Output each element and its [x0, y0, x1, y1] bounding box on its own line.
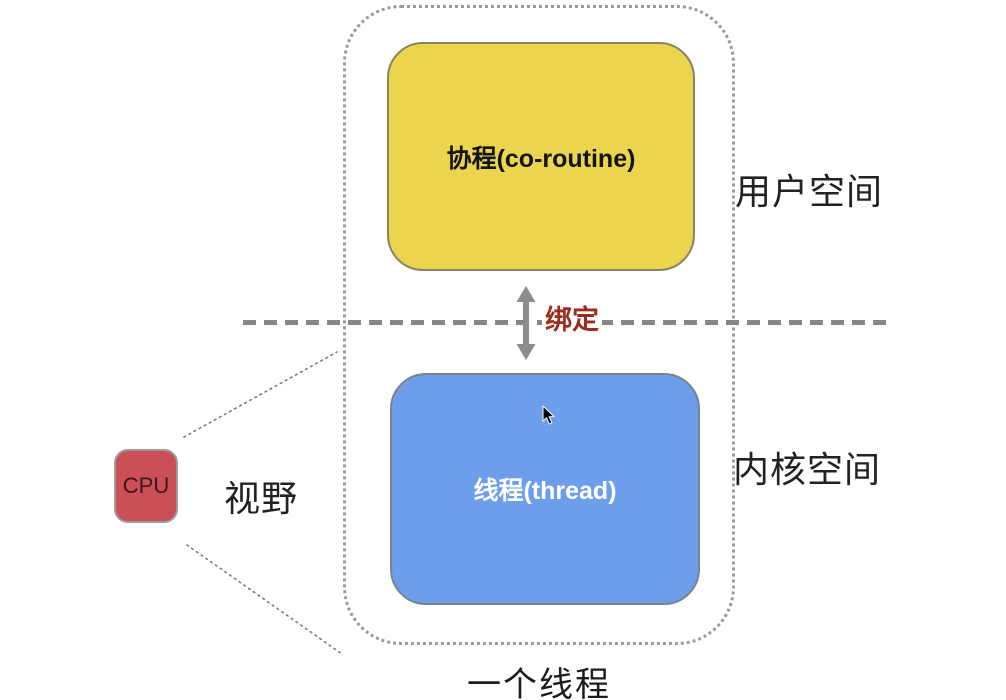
view-label: 视野 [224, 478, 299, 519]
coroutine-box: 协程(co-routine) [387, 42, 695, 271]
binding-label: 绑定 [542, 304, 602, 337]
view-cone-upper-line [183, 351, 338, 438]
cpu-box-label: CPU [122, 473, 170, 498]
mouse-cursor-icon [542, 406, 556, 425]
view-cone-lower-line [186, 544, 343, 655]
one-thread-container [343, 5, 735, 645]
user-space-label: 用户空间 [735, 171, 884, 212]
cpu-box: CPU [114, 449, 178, 523]
thread-box-label: 线程(thread) [473, 477, 617, 505]
kernel-space-label: 内核空间 [733, 449, 882, 490]
coroutine-box-label: 协程(co-routine) [446, 144, 636, 173]
binding-arrow-icon [516, 286, 536, 360]
diagram-caption: 一个线程 [467, 666, 611, 700]
